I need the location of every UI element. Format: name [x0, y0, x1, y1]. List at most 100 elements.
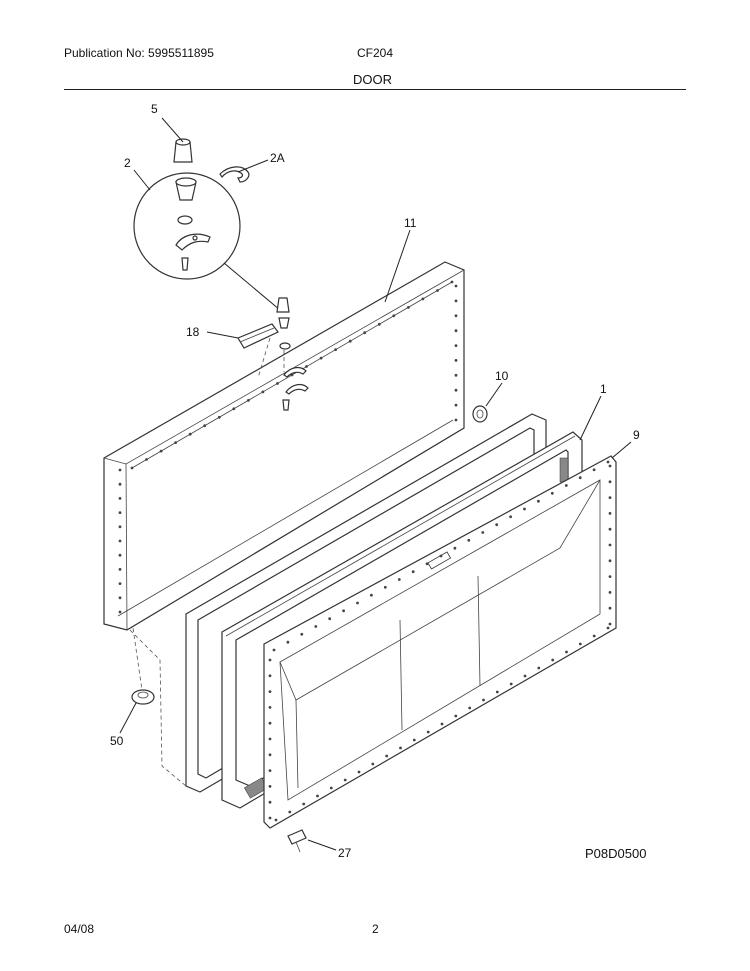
- part-11-outer-door-panel: [103, 261, 465, 631]
- rivet-hole: [578, 476, 582, 480]
- rivet-hole: [608, 559, 612, 563]
- rivet-hole: [481, 531, 485, 534]
- rivet-hole: [314, 625, 318, 628]
- rivet-hole: [608, 543, 612, 547]
- rivet-hole: [412, 738, 416, 742]
- rivet-hole: [550, 491, 554, 495]
- callout-11: 11: [404, 216, 417, 230]
- rivet-hole: [495, 690, 499, 694]
- rivet-hole: [606, 460, 610, 464]
- rivet-hole: [608, 512, 612, 515]
- rivet-hole: [268, 690, 272, 693]
- hinge-parts-on-door: [257, 297, 309, 411]
- rivet-hole: [482, 698, 485, 702]
- rivet-hole: [454, 403, 458, 407]
- rivet-hole: [578, 642, 582, 646]
- rivet-hole: [421, 297, 425, 301]
- callout-2a: 2A: [270, 151, 285, 165]
- rivet-hole: [370, 593, 373, 597]
- rivet-hole: [440, 722, 444, 726]
- rivet-hole: [268, 769, 272, 772]
- rivet-hole: [159, 449, 163, 453]
- rivet-hole: [453, 546, 457, 550]
- rivet-hole: [363, 331, 367, 335]
- rivet-hole: [608, 591, 612, 594]
- rivet-hole: [203, 424, 207, 428]
- rivet-hole: [272, 648, 276, 652]
- part-2-hinge-detail-circle: [133, 172, 281, 311]
- rivet-hole: [268, 721, 272, 725]
- rivet-hole: [425, 562, 429, 566]
- rivet-hole: [454, 418, 458, 422]
- rivet-hole: [288, 810, 292, 814]
- rivet-hole: [592, 634, 596, 638]
- rivet-hole: [130, 466, 134, 470]
- rivet-hole: [268, 816, 272, 820]
- callout-27: 27: [338, 846, 352, 860]
- rivet-hole: [509, 515, 512, 519]
- rivet-hole: [118, 525, 122, 529]
- footer-page: 2: [372, 922, 379, 936]
- rivet-hole: [523, 507, 526, 511]
- rivet-hole: [454, 388, 458, 392]
- rivet-hole: [118, 596, 122, 600]
- rivet-hole: [454, 299, 458, 303]
- callout-50: 50: [110, 734, 124, 748]
- publication-number: Publication No: 5995511895: [64, 46, 214, 60]
- rivet-hole: [411, 570, 415, 574]
- rivet-hole: [608, 496, 612, 499]
- rivet-hole: [118, 511, 122, 514]
- rivet-hole: [118, 468, 122, 472]
- rivet-hole: [268, 706, 272, 709]
- model-number: CF204: [357, 46, 394, 60]
- rivet-hole: [397, 578, 401, 581]
- callout-5: 5: [151, 102, 158, 116]
- rivet-hole: [268, 737, 272, 741]
- rivet-hole: [523, 674, 527, 678]
- leader-lines: [119, 117, 632, 851]
- rivet-hole: [118, 553, 122, 557]
- rivet-hole: [608, 464, 612, 468]
- rivet-hole: [328, 617, 332, 621]
- rivet-hole: [268, 658, 272, 662]
- part-9-inner-liner: [263, 455, 617, 829]
- rivet-hole: [348, 339, 352, 343]
- callout-2: 2: [124, 156, 131, 170]
- rivet-hole: [551, 658, 555, 662]
- callout-10: 10: [495, 369, 509, 383]
- rivet-hole: [454, 284, 458, 288]
- rivet-hole: [316, 794, 319, 798]
- rivet-hole: [426, 730, 430, 734]
- diagram-code: P08D0500: [585, 846, 647, 861]
- header-rule: [64, 89, 686, 90]
- rivet-hole: [319, 356, 323, 360]
- rivet-hole: [276, 382, 279, 385]
- rivet-hole: [356, 601, 359, 605]
- section-title: DOOR: [353, 72, 392, 87]
- part-5-hinge-cap: [173, 138, 193, 163]
- rivet-hole: [454, 329, 458, 333]
- rivet-hole: [509, 682, 513, 686]
- rivet-hole: [268, 800, 272, 804]
- part-18-handle: [237, 323, 279, 349]
- rivet-hole: [188, 432, 192, 436]
- rivet-hole: [450, 280, 454, 284]
- rivet-hole: [608, 480, 612, 484]
- rivet-hole: [439, 554, 443, 558]
- rivet-hole: [467, 538, 471, 542]
- rivet-hole: [305, 365, 308, 368]
- rivet-hole: [274, 818, 278, 822]
- rivet-hole: [300, 632, 304, 636]
- rivet-hole: [385, 754, 389, 758]
- callout-18: 18: [186, 325, 200, 339]
- rivet-hole: [357, 770, 361, 774]
- rivet-hole: [608, 622, 612, 626]
- rivet-hole: [118, 482, 122, 486]
- rivet-hole: [608, 606, 612, 610]
- rivet-hole: [436, 289, 439, 292]
- rivet-hole: [537, 666, 541, 670]
- rivet-hole: [495, 523, 499, 527]
- part-10-plug: [472, 405, 488, 423]
- part-27-screw: [287, 829, 307, 853]
- rivet-hole: [371, 762, 375, 766]
